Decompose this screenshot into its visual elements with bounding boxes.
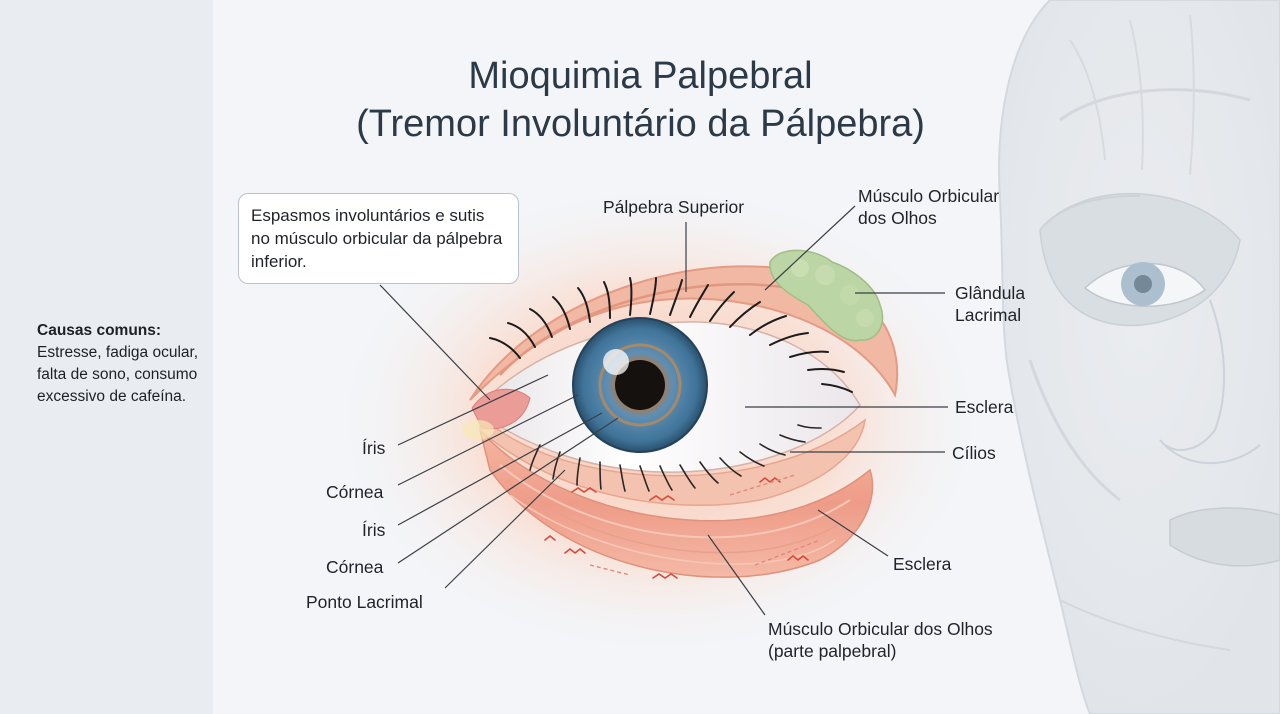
label-glandula-lacrimal: Glândula Lacrimal xyxy=(955,282,1025,326)
label-iris-2: Íris xyxy=(362,520,386,540)
muscle-fiber xyxy=(504,479,846,554)
leader-lines xyxy=(379,205,948,616)
twitch-arrows xyxy=(589,474,821,576)
label-musculo-orbicular-top-line2: dos Olhos xyxy=(858,208,937,228)
lacrimal-punctum-highlight xyxy=(462,420,494,440)
upper-eyelashes xyxy=(489,277,853,393)
iris xyxy=(572,317,708,453)
lower-eyelashes xyxy=(529,424,822,492)
cornea-highlight xyxy=(603,349,629,375)
leader-musculo-top xyxy=(764,205,856,291)
muscle-fiber xyxy=(509,494,836,565)
upper-eyelid xyxy=(469,265,899,401)
causes-text: Estresse, fadiga ocular, falta de sono, … xyxy=(37,344,199,405)
label-musculo-orbicular-top-line1: Músculo Orbicular xyxy=(858,186,1000,206)
upper-eyelid-crease xyxy=(499,283,821,376)
leader-ponto-lacrimal xyxy=(444,469,566,589)
title-line-1: Mioquimia Palpebral xyxy=(468,55,813,97)
label-glandula-line2: Lacrimal xyxy=(955,305,1022,325)
label-musculo-orbicular-bottom: Músculo Orbicular dos Olhos (parte palpe… xyxy=(768,618,993,662)
label-cilios: Cílios xyxy=(952,443,996,463)
label-cornea-1: Córnea xyxy=(326,482,384,502)
causes-note: Causas comuns: Estresse, fadiga ocular, … xyxy=(37,320,207,408)
face-muscle-background xyxy=(998,0,1280,714)
muscle-fiber xyxy=(499,464,851,539)
label-musculo-orbicular-top: Músculo Orbicular dos Olhos xyxy=(858,185,999,229)
lacrimal-gland xyxy=(769,249,884,342)
label-iris-1: Íris xyxy=(362,438,386,458)
leader-iris-2 xyxy=(397,412,603,526)
label-glandula-line1: Glândula xyxy=(955,283,1026,303)
label-ponto-lacrimal: Ponto Lacrimal xyxy=(306,592,423,612)
leader-callout xyxy=(379,284,491,401)
causes-heading: Causas comuns: xyxy=(37,322,162,339)
leader-cornea-2 xyxy=(397,417,619,564)
label-musculo-bottom-line2: (parte palpebral) xyxy=(768,641,897,661)
label-esclera-2: Esclera xyxy=(893,554,952,574)
label-esclera-1: Esclera xyxy=(955,397,1014,417)
leader-iris-1 xyxy=(397,374,549,446)
pupil xyxy=(615,360,665,410)
title-line-2: (Tremor Involuntário da Pálpebra) xyxy=(356,103,925,145)
lacrimal-caruncle xyxy=(471,388,531,430)
sidebar-panel: Causas comuns: Estresse, fadiga ocular, … xyxy=(0,0,213,714)
leader-cornea-1 xyxy=(397,394,579,486)
diagram-title: Mioquimia Palpebral (Tremor Involuntário… xyxy=(213,52,1068,148)
twitch-marks xyxy=(544,476,809,579)
leader-esclera-2 xyxy=(817,509,889,557)
label-musculo-bottom-line1: Músculo Orbicular dos Olhos xyxy=(768,619,993,639)
label-cornea-2: Córnea xyxy=(326,557,384,577)
leader-musculo-bottom xyxy=(707,534,766,616)
orbicularis-muscle-band xyxy=(479,429,874,578)
label-palpebra-superior: Pálpebra Superior xyxy=(603,197,745,217)
callout-box: Espasmos involuntários e sutis no múscul… xyxy=(238,193,519,284)
